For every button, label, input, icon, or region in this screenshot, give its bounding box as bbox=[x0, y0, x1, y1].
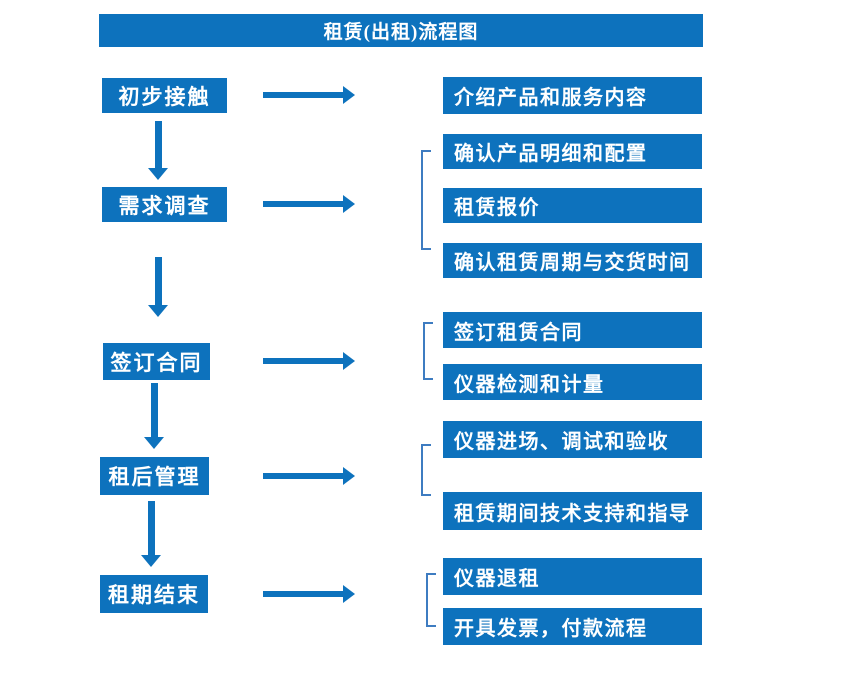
detail-box-technical-support: 租赁期间技术支持和指导 bbox=[443, 492, 702, 530]
stage-box-contract-signing: 签订合同 bbox=[103, 343, 210, 380]
detail-box-introduce-products: 介绍产品和服务内容 bbox=[443, 77, 702, 114]
stage-box-initial-contact: 初步接触 bbox=[102, 78, 227, 113]
bracket-connector bbox=[421, 444, 431, 496]
arrow-down-icon bbox=[148, 257, 168, 317]
detail-box-confirm-product-details: 确认产品明细和配置 bbox=[443, 134, 702, 169]
stage-box-demand-survey: 需求调查 bbox=[102, 187, 227, 222]
detail-box-instrument-setup: 仪器进场、调试和验收 bbox=[443, 421, 702, 458]
detail-box-rental-quote: 租赁报价 bbox=[443, 188, 702, 223]
bracket-connector bbox=[423, 322, 433, 380]
detail-box-instrument-return: 仪器退租 bbox=[443, 558, 702, 595]
arrow-right-icon bbox=[263, 352, 355, 370]
stage-box-post-rental-management: 租后管理 bbox=[100, 457, 209, 495]
arrow-down-icon bbox=[141, 501, 161, 567]
detail-box-invoice-payment: 开具发票，付款流程 bbox=[443, 608, 702, 645]
detail-box-instrument-testing: 仪器检测和计量 bbox=[443, 364, 702, 400]
detail-box-confirm-rental-period: 确认租赁周期与交货时间 bbox=[443, 243, 702, 278]
arrow-right-icon bbox=[263, 467, 355, 485]
arrow-down-icon bbox=[144, 383, 164, 449]
detail-box-sign-rental-contract: 签订租赁合同 bbox=[443, 312, 702, 348]
arrow-down-icon bbox=[148, 121, 168, 180]
flowchart-title: 租赁(出租)流程图 bbox=[99, 14, 703, 47]
arrow-right-icon bbox=[263, 585, 355, 603]
arrow-right-icon bbox=[263, 195, 355, 213]
bracket-connector bbox=[426, 573, 436, 627]
bracket-connector bbox=[421, 150, 431, 250]
stage-box-rental-end: 租期结束 bbox=[100, 575, 208, 613]
arrow-right-icon bbox=[263, 86, 355, 104]
